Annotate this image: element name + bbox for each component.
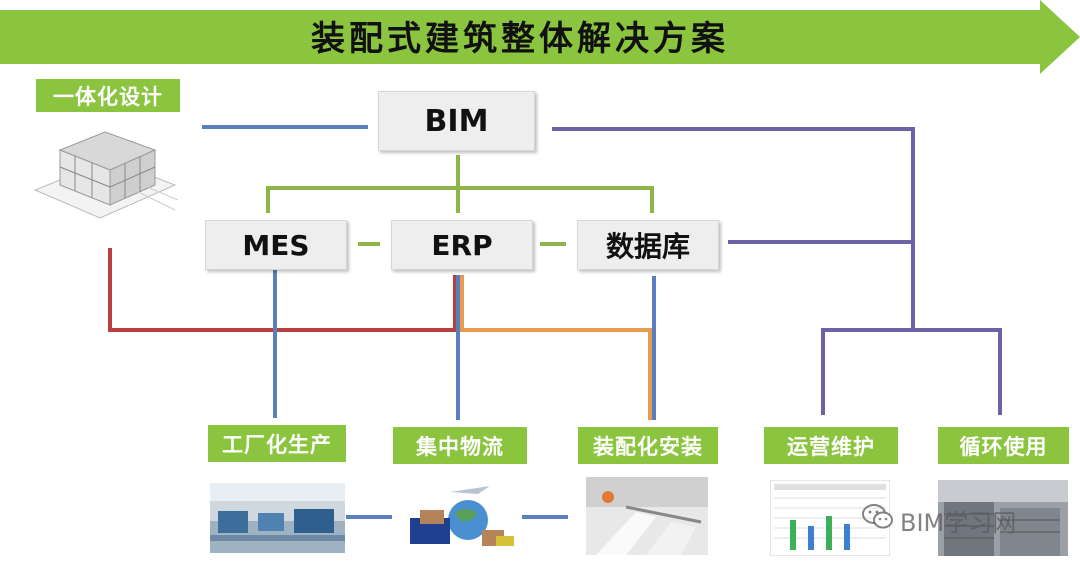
- operation-photo: [770, 480, 890, 556]
- mes-box: MES: [205, 220, 347, 270]
- line-operation-branch: [821, 328, 1002, 415]
- title-banner-arrow: [0, 0, 1080, 74]
- operation-tag: 运营维护: [764, 427, 898, 464]
- page-title: 装配式建筑整体解决方案: [311, 18, 729, 59]
- logistics-tag: 集中物流: [393, 427, 527, 464]
- recycle-photo: [938, 480, 1068, 556]
- assembly-photo: [586, 477, 708, 555]
- watermark: BIM学习网: [862, 500, 1016, 540]
- logistics-photo: [400, 478, 520, 558]
- assembly-install-tag: 装配化安装: [578, 427, 718, 464]
- line-bim-operation: [552, 127, 915, 330]
- factory-production-tag: 工厂化生产: [208, 425, 346, 462]
- line-erp-assembly: [460, 275, 652, 420]
- integrated-design-tag: 一体化设计: [36, 79, 180, 112]
- wechat-icon: [862, 503, 894, 537]
- recycle-tag: 循环使用: [938, 427, 1069, 464]
- database-box: 数据库: [577, 220, 719, 270]
- factory-photo: [210, 483, 345, 553]
- bim-box: BIM: [378, 91, 535, 151]
- building-model-icon: [30, 130, 180, 225]
- watermark-text: BIM学习网: [900, 508, 1017, 537]
- line-design-erp: [108, 248, 457, 332]
- erp-box: ERP: [391, 220, 533, 270]
